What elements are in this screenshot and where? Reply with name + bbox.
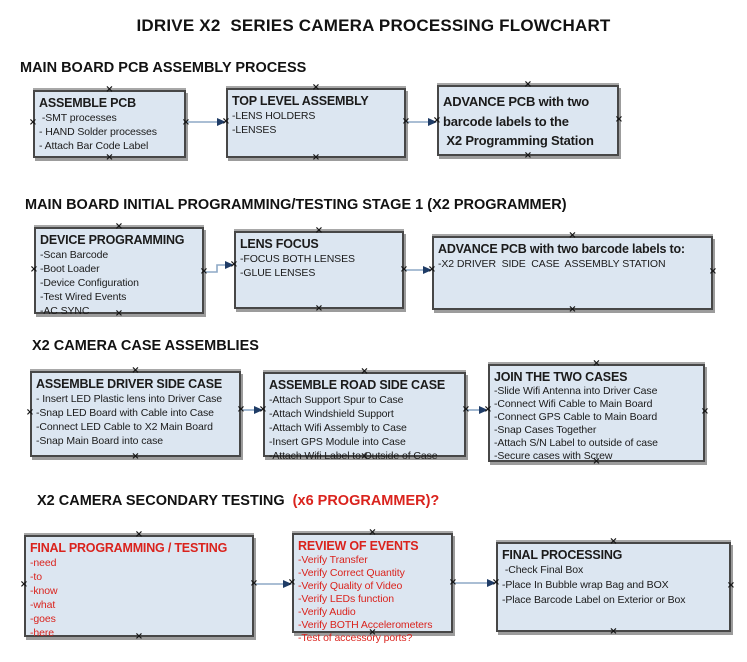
flow-box-items: -SMT processes - HAND Solder processes - A… (39, 111, 180, 153)
box-item: -Attach Wifi Label to Outside of Case (269, 450, 438, 462)
section-heading-text: MAIN BOARD INITIAL PROGRAMMING/TESTING S… (25, 197, 567, 213)
box-item: -Slide Wifi Antenna into Driver Case (494, 385, 658, 397)
flow-box-items: -Check Final Box -Place In Bubble wrap Ba… (502, 563, 725, 608)
connector-arrow-r3c1 (241, 406, 263, 414)
flow-box-items: -Verify Transfer-Verify Correct Quantity… (298, 554, 447, 645)
box-item: -Attach Support Spur to Case (269, 394, 404, 406)
section-heading-text: MAIN BOARD PCB ASSEMBLY PROCESS (20, 60, 307, 76)
box-item: -LENS HOLDERS (232, 110, 316, 122)
flow-box-title: LENS FOCUS (240, 237, 319, 251)
flow-box-items: -FOCUS BOTH LENSES -GLUE LENSES (240, 252, 398, 280)
page-title: IDRIVE X2 SERIES CAMERA PROCESSING FLOWC… (136, 16, 611, 35)
flow-box-title: ADVANCE PCB with two barcode labels to: (438, 242, 685, 256)
box-item: -Snap Main Board into case (36, 435, 163, 447)
box-item: -Snap LED Board with Cable into Case (36, 407, 214, 419)
flow-box-title: ASSEMBLE PCB (39, 96, 136, 110)
connector-arrow-r3c2 (466, 406, 488, 414)
flow-box-assemble-driver-side-case: ASSEMBLE DRIVER SIDE CASE - Insert LED P… (30, 371, 241, 457)
box-item: -Verify BOTH Accelerometers (298, 619, 433, 631)
flow-box-join-the-two-cases: JOIN THE TWO CASES -Slide Wifi Antenna i… (488, 364, 705, 462)
flow-box-title: JOIN THE TWO CASES (494, 370, 628, 384)
flow-box-title: ASSEMBLE DRIVER SIDE CASE (36, 377, 223, 391)
connector-arrow-r2c1 (204, 261, 234, 273)
flow-box-items: - Insert LED Plastic lens into Driver Ca… (36, 392, 235, 448)
box-item: -X2 DRIVER SIDE CASE ASSEMBLY STATION (438, 258, 666, 270)
section-heading-text: X2 CAMERA SECONDARY TESTING (37, 493, 293, 509)
flow-box-top-level-assembly: TOP LEVEL ASSEMBLY -LENS HOLDERS -LENSES (226, 88, 406, 158)
box-item: -Secure cases with Screw (494, 450, 613, 462)
box-item: -Verify Quality of Video (298, 580, 403, 592)
box-item: -Connect LED Cable to X2 Main Board (36, 421, 213, 433)
box-item: -Verify Audio (298, 606, 356, 618)
flow-box-items: -Slide Wifi Antenna into Driver Case-Con… (494, 385, 699, 463)
flow-box-title: TOP LEVEL ASSEMBLY (232, 94, 369, 108)
box-item: -Attach Windshield Support (269, 408, 394, 420)
connector-arrow-r4c1 (254, 580, 292, 588)
flow-box-assemble-pcb: ASSEMBLE PCB -SMT processes - HAND Solder… (33, 90, 186, 158)
box-item: -AC SYNC (40, 305, 90, 317)
box-item: -Check Final Box (502, 564, 584, 576)
flow-box-final-processing: FINAL PROCESSING -Check Final Box -Place … (496, 542, 731, 632)
box-item: -Connect Wifi Cable to Main Board (494, 398, 653, 410)
section-heading-case-assemblies: X2 CAMERA CASE ASSEMBLIES (32, 338, 259, 354)
flow-box-items: -need -to -know -what -goes -here (30, 556, 248, 640)
box-item: -Attach Wifi Assembly to Case (269, 422, 407, 434)
box-item: -Verify Correct Quantity (298, 567, 405, 579)
flow-box-title: FINAL PROGRAMMING / TESTING (30, 541, 228, 555)
box-item: -FOCUS BOTH LENSES (240, 253, 355, 265)
flow-box-items: -Attach Support Spur to Case -Attach Wind… (269, 393, 460, 463)
flow-box-items: -X2 DRIVER SIDE CASE ASSEMBLY STATION (438, 257, 707, 271)
box-item: -Attach S/N Label to outside of case (494, 437, 658, 449)
section-heading-secondary-testing: X2 CAMERA SECONDARY TESTING (x6 PROGRAMM… (37, 493, 439, 509)
flow-box-lens-focus: LENS FOCUS -FOCUS BOTH LENSES -GLUE LENSE… (234, 231, 404, 309)
flow-box-advance-pcb-driver-side: ADVANCE PCB with two barcode labels to: … (432, 236, 713, 310)
box-item: -need (30, 557, 57, 569)
box-item: -GLUE LENSES (240, 267, 316, 279)
connector-arrow-r2c2 (404, 266, 432, 274)
section-heading-pcb-assembly: MAIN BOARD PCB ASSEMBLY PROCESS (20, 60, 306, 76)
box-item: -here (30, 627, 55, 639)
box-item: -Place Barcode Label on Exterior or Box (502, 594, 686, 606)
flow-box-title: DEVICE PROGRAMMING (40, 233, 185, 247)
connector-arrow-r4c2 (453, 579, 496, 587)
flow-box-assemble-road-side-case: ASSEMBLE ROAD SIDE CASE -Attach Support … (263, 372, 466, 462)
flow-box-items: -Scan Barcode -Boot Loader -Device Configu… (40, 248, 198, 318)
box-item: -Device Configuration (40, 277, 139, 289)
section-heading-text: X2 CAMERA CASE ASSEMBLIES (32, 338, 259, 354)
box-item: -goes (30, 613, 56, 625)
box-item: -Test Wired Events (40, 291, 127, 303)
box-item: -Connect GPS Cable to Main Board (494, 411, 658, 423)
box-item: -Boot Loader (40, 263, 100, 275)
flow-box-advance-pcb-programming-station: ADVANCE PCB with two barcode labels to t… (437, 85, 619, 156)
box-item: -know (30, 585, 58, 597)
section-heading-red-text: (x6 PROGRAMMER)? (292, 493, 440, 509)
flow-box-title: FINAL PROCESSING (502, 548, 623, 562)
connector-arrow-r1c1 (186, 118, 226, 126)
flow-box-title: REVIEW OF EVENTS (298, 539, 419, 553)
box-item: -LENSES (232, 124, 277, 136)
box-item: -Verify Transfer (298, 554, 368, 566)
box-item: - HAND Solder processes (39, 126, 157, 138)
flow-box-device-programming: DEVICE PROGRAMMING -Scan Barcode -Boot Lo… (34, 227, 204, 317)
flow-box-review-of-events: REVIEW OF EVENTS -Verify Transfer-Verify… (292, 533, 453, 644)
box-item: -Insert GPS Module into Case (269, 436, 406, 448)
box-item: -Place In Bubble wrap Bag and BOX (502, 579, 669, 591)
box-item: -Test of accessory ports? (298, 632, 413, 644)
box-item: -SMT processes (39, 112, 117, 124)
connector-arrow-r1c2 (406, 118, 437, 126)
box-item: -Verify LEDs function (298, 593, 394, 605)
box-item: -Snap Cases Together (494, 424, 597, 436)
box-item: -Scan Barcode (40, 249, 109, 261)
flow-box-title: ASSEMBLE ROAD SIDE CASE (269, 378, 445, 392)
box-item: -what (30, 599, 56, 611)
flow-box-items: -LENS HOLDERS -LENSES (232, 109, 400, 137)
section-heading-initial-programming: MAIN BOARD INITIAL PROGRAMMING/TESTING S… (25, 197, 567, 213)
box-item: -to (30, 571, 42, 583)
flow-box-final-programming-testing: FINAL PROGRAMMING / TESTING -need -to -kno… (24, 535, 254, 640)
box-item: - Insert LED Plastic lens into Driver Ca… (36, 393, 223, 405)
flow-box-title: ADVANCE PCB with two barcode labels to t… (443, 94, 594, 148)
box-item: - Attach Bar Code Label (39, 140, 149, 152)
